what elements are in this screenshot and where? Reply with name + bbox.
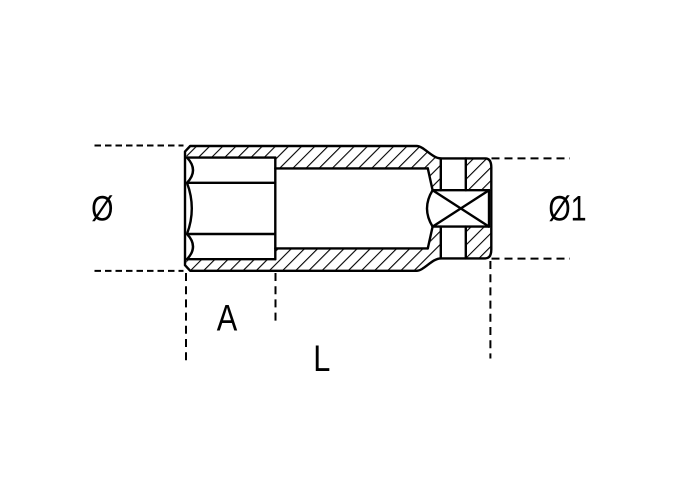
dimension-lines (94, 144, 570, 361)
pin-hole-top (440, 157, 466, 192)
dimension-labels: Ø Ø1 A L (91, 189, 586, 380)
section-hatching (185, 146, 492, 271)
label-front-diameter: Ø (91, 189, 113, 228)
square-drive-hole (425, 189, 491, 228)
bore-end-chamfer-bottom (426, 225, 434, 250)
pin-hole-bottom (440, 225, 466, 260)
socket-outer-contour (183, 144, 493, 272)
label-hex-depth: A (217, 298, 238, 340)
drive-hole-left-arc (425, 189, 434, 228)
socket-inner-contour (185, 156, 491, 261)
label-total-length: L (313, 338, 330, 380)
hex-mouth-arcs (185, 156, 195, 261)
label-rear-diameter: Ø1 (548, 189, 586, 228)
pin-hole-edges (439, 157, 467, 260)
bore-end-chamfer-top (426, 167, 434, 192)
drive-hole-diagonal-2 (431, 189, 491, 228)
